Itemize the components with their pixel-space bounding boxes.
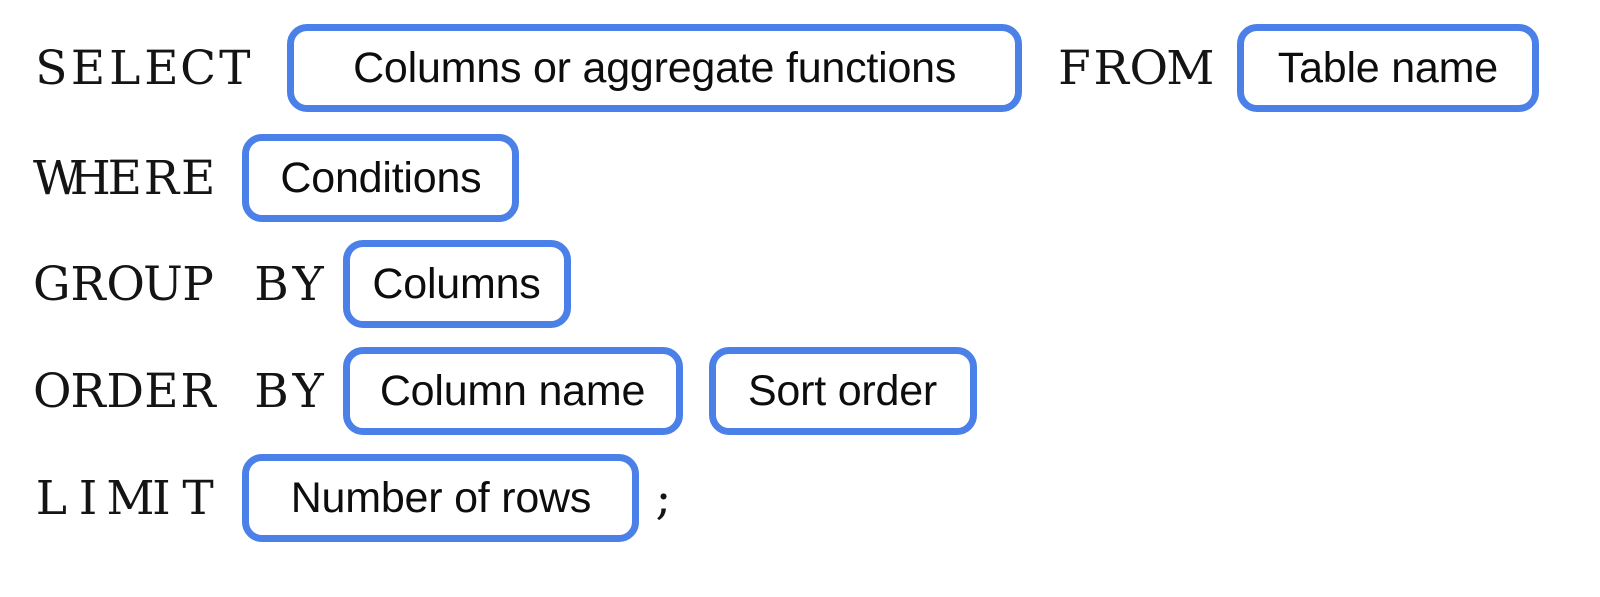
keyword-char: L [109, 40, 141, 96]
keyword-char: O [1129, 40, 1169, 96]
slot-label: Conditions [280, 153, 482, 202]
keyword-char: Y [292, 256, 324, 312]
clause-row-group-by: GROUP BY Columns [0, 229, 571, 339]
slot-limit-number-of-rows[interactable]: Number of rows [242, 454, 640, 542]
clause-row-select: SELECT Columns or aggregate functions FR… [0, 13, 1539, 123]
slot-label: Table name [1277, 43, 1498, 92]
keyword-char [216, 368, 253, 415]
keyword-char [216, 261, 253, 308]
slot-where-conditions[interactable]: Conditions [242, 134, 520, 222]
keyword-char: E [144, 40, 179, 96]
clause-row-order-by: ORDER BY Column name Sort order [0, 336, 977, 446]
keyword-char: U [143, 256, 183, 312]
keyword-char: R [180, 363, 216, 419]
slot-label: Column name [379, 366, 646, 415]
slot-label: Sort order [747, 366, 938, 415]
keyword-char: G [33, 256, 71, 312]
keyword-char: I [78, 470, 98, 526]
keyword-char: E [180, 150, 216, 206]
keyword-char: E [70, 40, 106, 96]
keyword-char: M [106, 470, 155, 526]
slot-group-by-columns[interactable]: Columns [342, 240, 571, 328]
keyword-char: R [143, 150, 180, 206]
keyword-char: W [33, 150, 82, 206]
keyword-char: T [182, 470, 214, 526]
keyword-group-by: GROUP BY [33, 261, 327, 308]
statement-terminator: ; [655, 470, 672, 526]
keyword-char: M [1166, 40, 1215, 96]
keyword-char: B [254, 256, 289, 312]
keyword-where: WHERE [33, 155, 216, 202]
slot-order-by-sort-order[interactable]: Sort order [708, 347, 977, 435]
keyword-select: SELECT [33, 45, 253, 92]
keyword-char: O [33, 363, 72, 419]
slot-from-table-name[interactable]: Table name [1236, 24, 1539, 112]
keyword-char: P [182, 256, 214, 312]
keyword-char: Y [292, 363, 324, 419]
slot-order-by-column-name[interactable]: Column name [342, 347, 683, 435]
clause-row-where: WHERE Conditions [0, 123, 520, 233]
keyword-char: H [69, 150, 111, 206]
keyword-char: C [180, 40, 217, 96]
slot-label: Number of rows [290, 473, 592, 522]
keyword-char: S [35, 40, 68, 96]
keyword-char: F [1058, 40, 1091, 96]
keyword-char: L [35, 470, 67, 526]
keyword-from: FROM [1056, 40, 1215, 96]
keyword-char: E [144, 363, 179, 419]
keyword-char: T [219, 40, 251, 96]
slot-label: Columns [372, 259, 541, 308]
keyword-char: E [107, 150, 142, 206]
keyword-char: R [70, 363, 106, 419]
keyword-char: O [106, 256, 145, 312]
keyword-char: D [106, 363, 145, 419]
keyword-char: R [70, 256, 106, 312]
keyword-order-by: ORDER BY [33, 368, 327, 415]
slot-label: Columns or aggregate functions [353, 43, 957, 92]
keyword-char: I [152, 470, 171, 526]
keyword-char: B [254, 363, 289, 419]
keyword-char: R [1093, 40, 1129, 96]
slot-select-columns[interactable]: Columns or aggregate functions [287, 24, 1023, 112]
